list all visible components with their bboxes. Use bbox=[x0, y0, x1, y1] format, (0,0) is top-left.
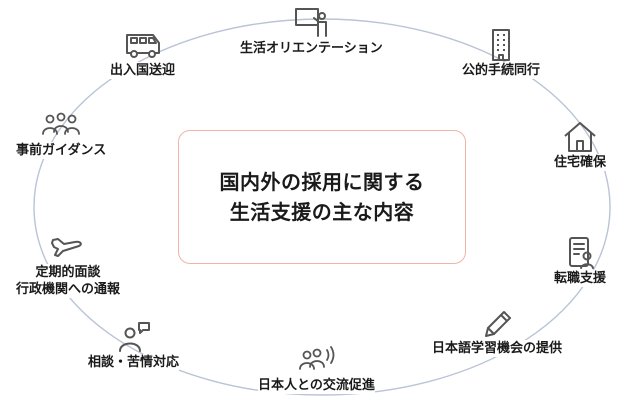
airplane-icon bbox=[51, 238, 82, 257]
item-label-second-line: 行政機関への通報 bbox=[16, 281, 121, 298]
item-label: 出入国送迎 bbox=[110, 62, 176, 79]
item-job-change-support: 転職支援 bbox=[554, 236, 607, 287]
group-icon bbox=[42, 112, 81, 135]
item-exchange-with-japanese: 日本人との交流促進 bbox=[258, 343, 375, 394]
house-icon bbox=[564, 122, 596, 152]
presentation-icon bbox=[295, 8, 328, 37]
bus-icon bbox=[125, 34, 160, 58]
item-label: 日本人との交流促進 bbox=[258, 377, 375, 394]
item-airport-transfer: 出入国送迎 bbox=[110, 28, 176, 79]
resume-icon bbox=[569, 237, 594, 269]
item-life-orientation: 生活オリエンテーション bbox=[240, 6, 383, 57]
item-public-procedures: 公的手続同行 bbox=[462, 28, 541, 79]
item-label: 転職支援 bbox=[554, 270, 607, 287]
center-title-box: 国内外の採用に関する 生活支援の主な内容 bbox=[178, 130, 466, 264]
building-icon bbox=[492, 29, 510, 61]
item-label: 定期的面談 bbox=[35, 264, 101, 281]
group-talk-icon bbox=[299, 346, 335, 370]
person-speech-icon bbox=[118, 322, 150, 352]
item-periodic-interview: 定期的面談 行政機関への通報 bbox=[16, 230, 121, 298]
item-label: 住宅確保 bbox=[554, 154, 607, 171]
item-label: 生活オリエンテーション bbox=[240, 40, 383, 57]
center-title-line-2: 生活支援の主な内容 bbox=[229, 200, 415, 224]
item-pre-guidance: 事前ガイダンス bbox=[16, 108, 107, 159]
item-label: 相談・苦情対応 bbox=[88, 354, 180, 371]
item-consultation-complaints: 相談・苦情対応 bbox=[88, 320, 180, 371]
item-label: 日本語学習機会の提供 bbox=[432, 340, 563, 357]
item-label: 公的手続同行 bbox=[462, 62, 541, 79]
center-title-line-1: 国内外の採用に関する bbox=[219, 170, 425, 194]
item-japanese-learning: 日本語学習機会の提供 bbox=[432, 306, 563, 357]
pencil-icon bbox=[485, 311, 511, 337]
item-housing: 住宅確保 bbox=[554, 120, 607, 171]
item-label: 事前ガイダンス bbox=[16, 142, 107, 159]
